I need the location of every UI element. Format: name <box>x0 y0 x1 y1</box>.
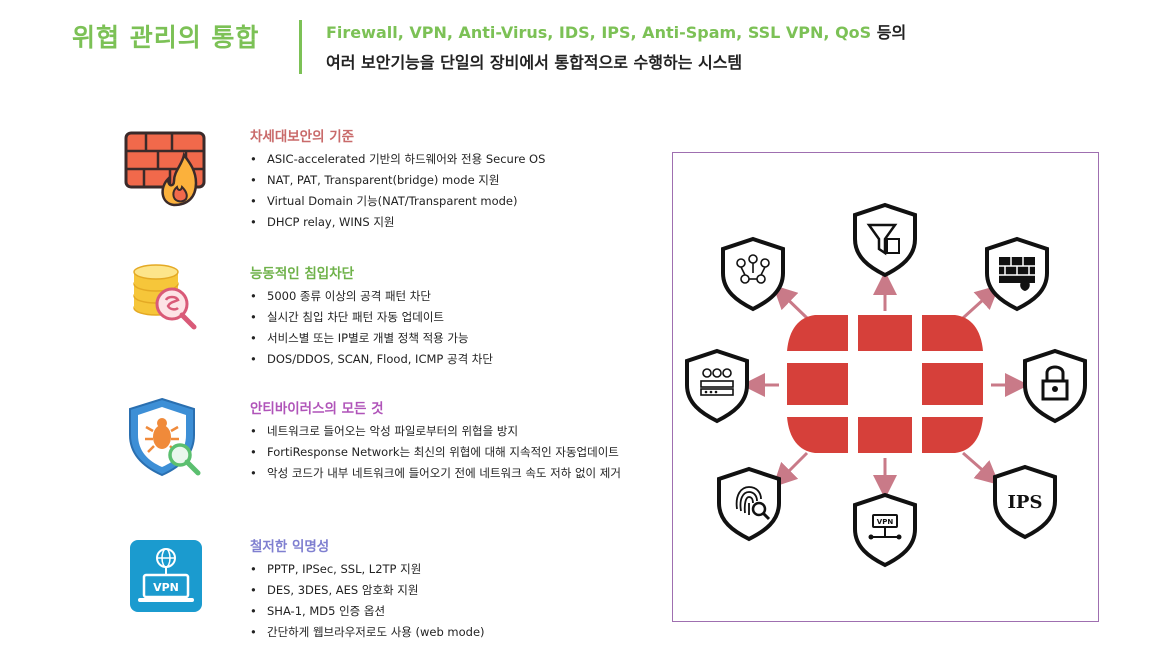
coin-inspect-icon <box>124 258 208 342</box>
feature-title: 능동적인 침입차단 <box>250 266 355 282</box>
header-divider <box>299 20 302 74</box>
antivirus-shield-icon <box>124 397 208 481</box>
svg-text:VPN: VPN <box>153 581 179 594</box>
header-products: Firewall, VPN, Anti-Virus, IDS, IPS, Ant… <box>326 23 872 42</box>
ips-shield-icon: IPS <box>993 464 1057 540</box>
list-item: 악성 코드가 내부 네트워크에 들어오기 전에 네트워크 속도 저하 없이 제거 <box>250 463 621 484</box>
fingerprint-shield-icon <box>717 466 781 542</box>
feature-list: PPTP, IPSec, SSL, L2TP 지원 DES, 3DES, AES… <box>250 559 485 643</box>
vpn-laptop-icon: VPN <box>124 538 208 622</box>
list-item: FortiResponse Network는 최신의 위협에 대해 지속적인 자… <box>250 442 621 463</box>
utm-diagram-panel: IPS VPN <box>672 152 1099 622</box>
list-item: 5000 종류 이상의 공격 패턴 차단 <box>250 286 493 307</box>
header-desc-line2: 여러 보안기능을 단일의 장비에서 통합적으로 수행하는 시스템 <box>326 53 743 72</box>
feature-title: 차세대보안의 기준 <box>250 129 355 145</box>
list-item: SHA-1, MD5 인증 옵션 <box>250 601 485 622</box>
list-item: PPTP, IPSec, SSL, L2TP 지원 <box>250 559 485 580</box>
header-desc-suffix: 등의 <box>871 23 907 42</box>
list-item: DOS/DDOS, SCAN, Flood, ICMP 공격 차단 <box>250 349 493 370</box>
list-item: 간단하게 웹브라우저로도 사용 (web mode) <box>250 622 485 643</box>
firewall-shield-icon <box>985 236 1049 312</box>
feature-list: 네트워크로 들어오는 악성 파일로부터의 위협을 방지 FortiRespons… <box>250 421 621 484</box>
firewall-icon <box>124 127 208 211</box>
lock-shield-icon <box>1023 348 1087 424</box>
diagram-arrows <box>741 271 1029 499</box>
header-description: Firewall, VPN, Anti-Virus, IDS, IPS, Ant… <box>326 18 906 78</box>
list-item: 실시간 침입 차단 패턴 자동 업데이트 <box>250 307 493 328</box>
ips-label: IPS <box>1008 492 1043 513</box>
header-desc-line1: Firewall, VPN, Anti-Virus, IDS, IPS, Ant… <box>326 18 906 48</box>
utm-diagram: IPS VPN <box>685 202 1087 568</box>
filter-shield-icon <box>853 202 917 278</box>
list-item: DES, 3DES, AES 암호화 지원 <box>250 580 485 601</box>
list-item: NAT, PAT, Transparent(bridge) mode 지원 <box>250 170 545 191</box>
list-item: 네트워크로 들어오는 악성 파일로부터의 위협을 방지 <box>250 421 621 442</box>
list-item: ASIC-accelerated 기반의 하드웨어와 전용 Secure OS <box>250 149 545 170</box>
bug-shield-icon <box>685 348 749 424</box>
page-title: 위협 관리의 통합 <box>72 23 260 52</box>
feature-title: 철저한 익명성 <box>250 539 330 555</box>
vpn-shield-icon: VPN <box>853 492 917 568</box>
list-item: 서비스별 또는 IP별로 개별 정책 적용 가능 <box>250 328 493 349</box>
feature-list: ASIC-accelerated 기반의 하드웨어와 전용 Secure OS … <box>250 149 545 233</box>
vpn-label: VPN <box>877 518 894 526</box>
network-shield-icon <box>721 236 785 312</box>
list-item: Virtual Domain 기능(NAT/Transparent mode) <box>250 191 545 212</box>
feature-title: 안티바이러스의 모든 것 <box>250 401 384 417</box>
fortinet-logo-icon <box>787 315 983 453</box>
list-item: DHCP relay, WINS 지원 <box>250 212 545 233</box>
feature-list: 5000 종류 이상의 공격 패턴 차단 실시간 침입 차단 패턴 자동 업데이… <box>250 286 493 370</box>
